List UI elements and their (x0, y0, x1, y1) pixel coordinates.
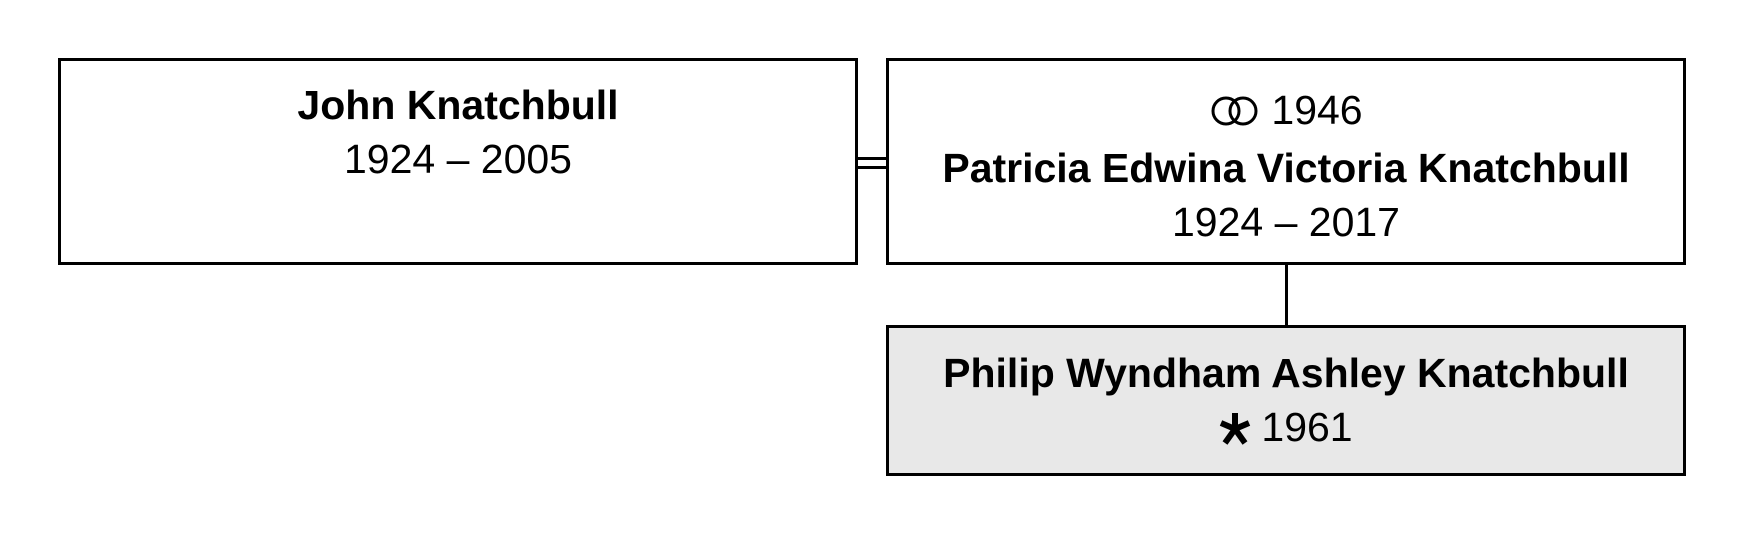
mother-dates: 1924 – 2017 (1171, 199, 1400, 245)
father-dates: 1924 – 2005 (343, 136, 572, 182)
father-box: John Knatchbull 1924 – 2005 (58, 58, 858, 265)
child-box: Philip Wyndham Ashley Knatchbull 1961 (886, 325, 1686, 476)
father-name: John Knatchbull (297, 82, 619, 128)
birth-year: 1961 (1261, 404, 1353, 450)
mother-name: Patricia Edwina Victoria Knatchbull (942, 145, 1630, 191)
mother-box: 1946 Patricia Edwina Victoria Knatchbull… (886, 58, 1686, 265)
marriage-connector-top (858, 157, 888, 160)
marriage-year: 1946 (1271, 87, 1363, 133)
marriage-rings-icon (1209, 87, 1261, 141)
birth-star-icon (1219, 404, 1251, 458)
child-name: Philip Wyndham Ashley Knatchbull (943, 350, 1629, 396)
parent-child-connector (1285, 265, 1288, 327)
marriage-connector-bottom (858, 166, 888, 169)
marriage-line: 1946 (889, 83, 1683, 141)
birth-line: 1961 (889, 400, 1683, 458)
